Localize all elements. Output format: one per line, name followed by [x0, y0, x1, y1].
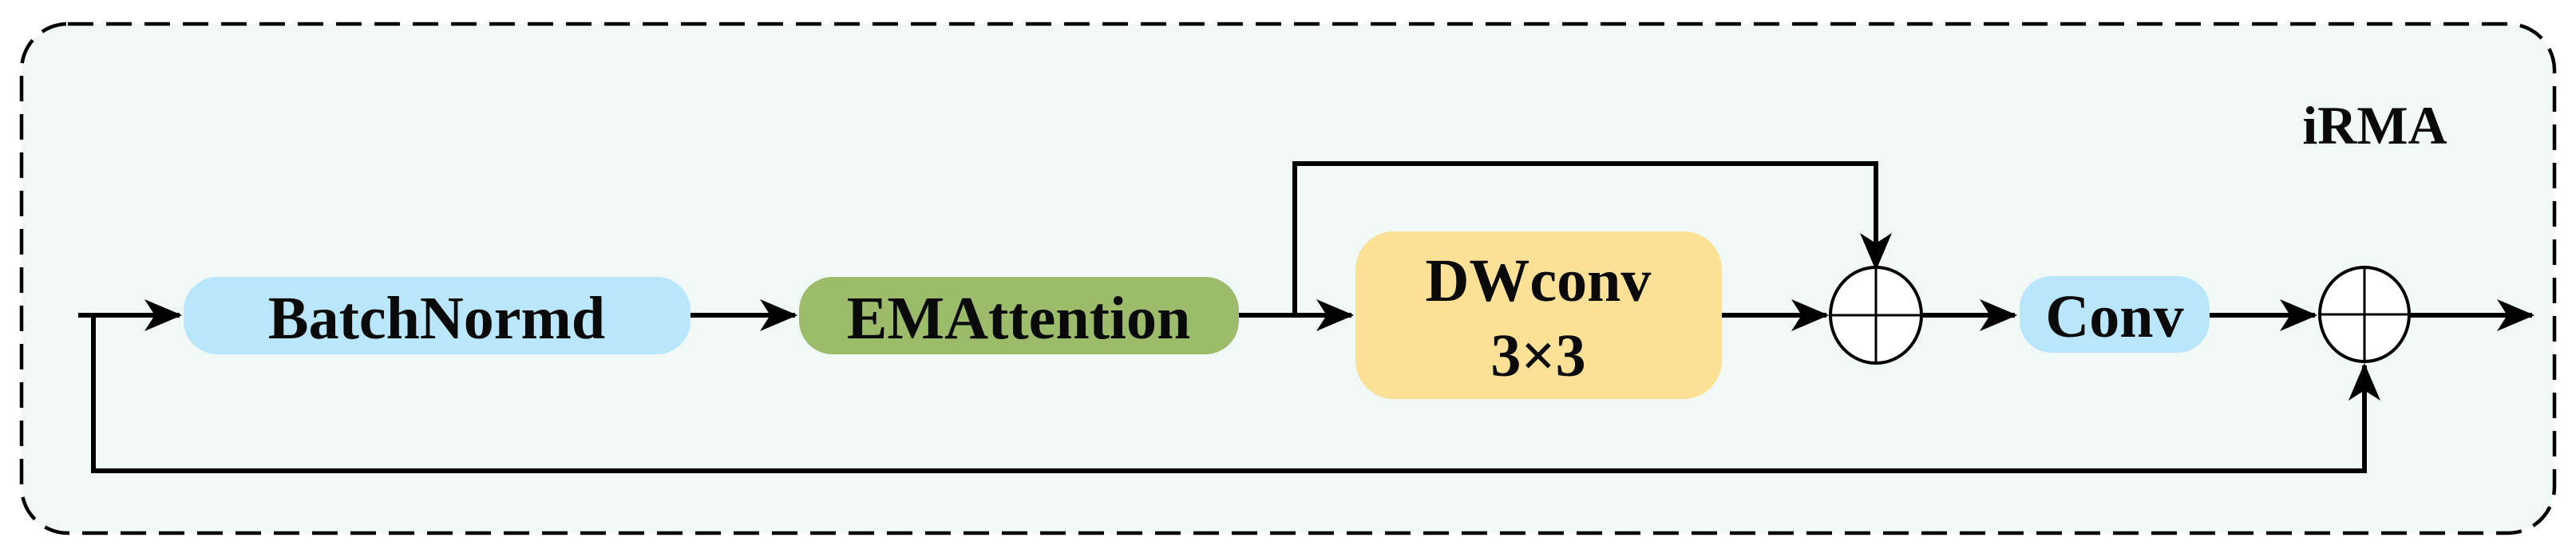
plus-cross-icon [2320, 267, 2409, 361]
conv-label: Conv [2045, 283, 2183, 350]
dwconv-sublabel: 3×3 [1490, 322, 1585, 389]
diagram-title: iRMA [2302, 95, 2447, 156]
conv-box [2020, 276, 2210, 353]
skip-over-dwconv-connection [1292, 161, 1892, 318]
emattention-node: EMAttention [799, 277, 1239, 354]
dwconv-box [1355, 231, 1722, 399]
dwconv-node: DWconv 3×3 [1355, 231, 1722, 399]
plus-cross-icon [1830, 267, 1921, 363]
batchnormd-box [184, 277, 690, 354]
emattention-label: EMAttention [847, 285, 1191, 352]
sum-node-2 [2318, 266, 2411, 363]
emattention-box [799, 277, 1239, 354]
batchnormd-label: BatchNormd [268, 285, 605, 352]
sum-node-1 [1829, 266, 1923, 365]
batchnormd-node: BatchNormd [184, 277, 690, 354]
residual-skip-connection [91, 313, 2380, 473]
diagram-border [19, 22, 2557, 535]
conv-node: Conv [2020, 276, 2210, 353]
dwconv-label: DWconv [1426, 247, 1652, 314]
